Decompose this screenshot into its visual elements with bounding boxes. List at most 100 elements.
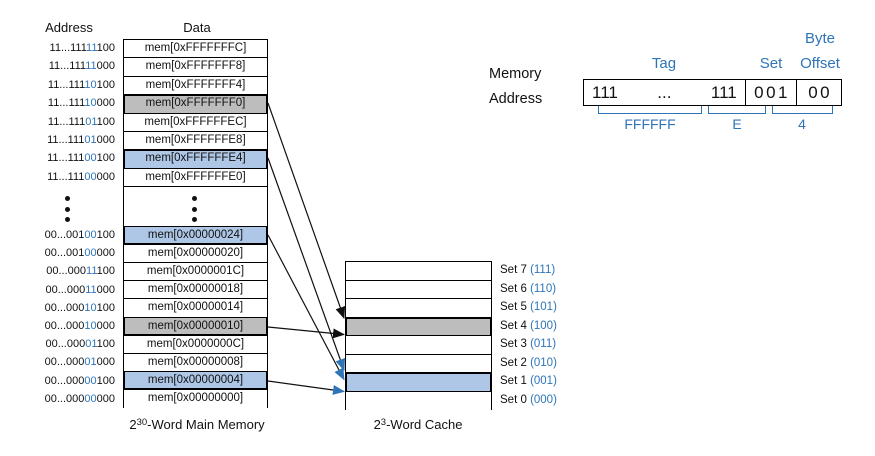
memory-row: mem[0xFFFFFFF4] bbox=[124, 76, 267, 96]
memory-address-label: Memory Address bbox=[489, 66, 543, 107]
tag-hex-label: FFFFFF bbox=[624, 116, 676, 132]
mid-hex-label: E bbox=[732, 116, 742, 132]
set-bits: 01 bbox=[84, 133, 97, 146]
main-memory-bottom-section: mem[0x00000024] mem[0x00000020] mem[0x00… bbox=[124, 225, 267, 408]
cache-caption: 23-Word Cache bbox=[373, 417, 463, 432]
set-bits: 11 bbox=[86, 42, 97, 54]
set-bits: 01 bbox=[85, 338, 97, 351]
address-column-bottom: 00...00100100 00...00100000 00...0001110… bbox=[0, 226, 115, 408]
set-label: Set 6 (110) bbox=[500, 282, 557, 295]
address-row: 00...00010100 bbox=[44, 301, 115, 314]
address-row: 11...11101100 bbox=[47, 115, 115, 128]
address-row: 00...00011000 bbox=[45, 283, 115, 296]
address-row: 00...00001100 bbox=[45, 338, 115, 351]
set-bits: 11 bbox=[85, 283, 97, 296]
low-hex-bracket bbox=[772, 106, 833, 114]
address-column-top: 11...11111100 11...11111000 11...1111010… bbox=[0, 39, 115, 186]
address-row: 00...00001000 bbox=[44, 356, 115, 369]
address-row: 00...00000100 bbox=[44, 374, 115, 387]
set-bits: (000) bbox=[530, 393, 557, 406]
address-row: 11...11100000 bbox=[47, 170, 115, 183]
address-row: 11...11110100 bbox=[47, 78, 115, 91]
tag-field: 111 ... 111 bbox=[592, 82, 737, 102]
set-bits: (100) bbox=[530, 319, 557, 332]
set-bits: (110) bbox=[530, 282, 557, 295]
set-label: Set 2 (010) bbox=[500, 356, 557, 369]
main-memory-top-section: mem[0xFFFFFFFC] mem[0xFFFFFFF8] mem[0xFF… bbox=[124, 40, 267, 188]
byte-offset-field: 00 bbox=[796, 80, 841, 105]
cache-row bbox=[346, 299, 491, 318]
cache-row bbox=[346, 262, 491, 281]
cache-row bbox=[346, 336, 491, 355]
set-bits: (111) bbox=[530, 264, 556, 276]
memory-row: mem[0xFFFFFFEC] bbox=[124, 113, 267, 132]
set-bits: (011) bbox=[530, 338, 557, 350]
data-ellipsis-icon bbox=[192, 196, 197, 228]
set-label: Set 4 (100) bbox=[500, 319, 557, 332]
set-bits: 00 bbox=[84, 392, 97, 405]
set-bits: 10 bbox=[84, 78, 97, 91]
mapping-arrow-ffffffe4-set1 bbox=[267, 157, 345, 371]
set-label: Set 3 (011) bbox=[500, 338, 557, 350]
set-bits: 00 bbox=[84, 152, 97, 165]
address-row: 11...11111000 bbox=[48, 60, 115, 73]
main-memory-caption: 230-Word Main Memory bbox=[129, 417, 265, 432]
set-bits: (010) bbox=[530, 356, 557, 369]
memory-row: mem[0x0000000C] bbox=[124, 334, 267, 353]
set-bits: (101) bbox=[530, 301, 557, 313]
set-label: Set 0 (000) bbox=[500, 393, 557, 406]
memory-row: mem[0x00000010] bbox=[124, 316, 267, 335]
address-row: 00...00011100 bbox=[46, 265, 115, 278]
mapping-arrow-00000024-set1 bbox=[267, 234, 345, 381]
set-bits: 00 bbox=[84, 247, 97, 260]
address-row: 11...11100100 bbox=[47, 152, 115, 165]
address-row: 00...00010000 bbox=[44, 319, 115, 332]
address-row: 11...11110000 bbox=[47, 97, 115, 110]
memory-address-box: 111 ... 111 001 00 bbox=[583, 79, 842, 106]
cache-row bbox=[346, 391, 491, 410]
memory-row: mem[0x00000000] bbox=[124, 389, 267, 408]
address-row: 11...11101000 bbox=[47, 133, 115, 146]
main-memory-box: mem[0xFFFFFFFC] mem[0xFFFFFFF8] mem[0xFF… bbox=[123, 39, 268, 408]
set-bits: 10 bbox=[84, 301, 97, 314]
cache-box bbox=[345, 261, 492, 410]
memory-row: mem[0x0000001C] bbox=[124, 262, 267, 281]
address-row: 11...11111100 bbox=[49, 42, 115, 54]
tag-field-label: Tag bbox=[651, 55, 677, 72]
memory-row: mem[0x00000004] bbox=[124, 371, 267, 390]
set-label: Set 1 (001) bbox=[500, 375, 557, 387]
memory-row: mem[0xFFFFFFF8] bbox=[124, 58, 267, 77]
address-row: 00...00100000 bbox=[44, 247, 115, 260]
cache-row bbox=[346, 373, 491, 392]
memory-row: mem[0xFFFFFFE8] bbox=[124, 131, 267, 151]
set-field: 001 bbox=[744, 80, 797, 105]
cache-row bbox=[346, 354, 491, 373]
memory-row: mem[0x00000024] bbox=[124, 225, 267, 244]
memory-row: mem[0x00000014] bbox=[124, 298, 267, 317]
address-row: 00...00100100 bbox=[44, 229, 115, 241]
tag-hex-bracket bbox=[598, 106, 702, 114]
set-label: Set 7 (111) bbox=[500, 264, 556, 276]
set-bits: 11 bbox=[86, 265, 97, 278]
memory-row: mem[0xFFFFFFE4] bbox=[124, 150, 267, 169]
set-bits: 10 bbox=[84, 97, 97, 110]
set-bits: 01 bbox=[85, 115, 97, 128]
set-label: Set 5 (101) bbox=[500, 301, 557, 313]
set-bits: 00 bbox=[84, 374, 97, 387]
cache-set-labels: Set 7 (111) Set 6 (110) Set 5 (101) Set … bbox=[500, 261, 557, 409]
mapping-arrow-fffffff0-set4 bbox=[267, 102, 346, 319]
cache-row bbox=[346, 280, 491, 299]
memory-row: mem[0xFFFFFFF0] bbox=[124, 95, 267, 114]
low-hex-label: 4 bbox=[798, 116, 806, 132]
memory-row: mem[0x00000008] bbox=[124, 352, 267, 372]
set-bits: 11 bbox=[85, 60, 97, 73]
set-bits: (001) bbox=[530, 375, 557, 387]
mapping-arrow-00000004-set1 bbox=[267, 380, 345, 395]
address-column-header: Address bbox=[45, 20, 93, 35]
address-row: 00...00000000 bbox=[44, 392, 115, 405]
set-bits: 00 bbox=[84, 229, 97, 241]
set-bits: 00 bbox=[84, 170, 97, 183]
memory-row: mem[0x00000018] bbox=[124, 280, 267, 299]
byte-offset-field-label: Byte Offset bbox=[800, 30, 840, 72]
